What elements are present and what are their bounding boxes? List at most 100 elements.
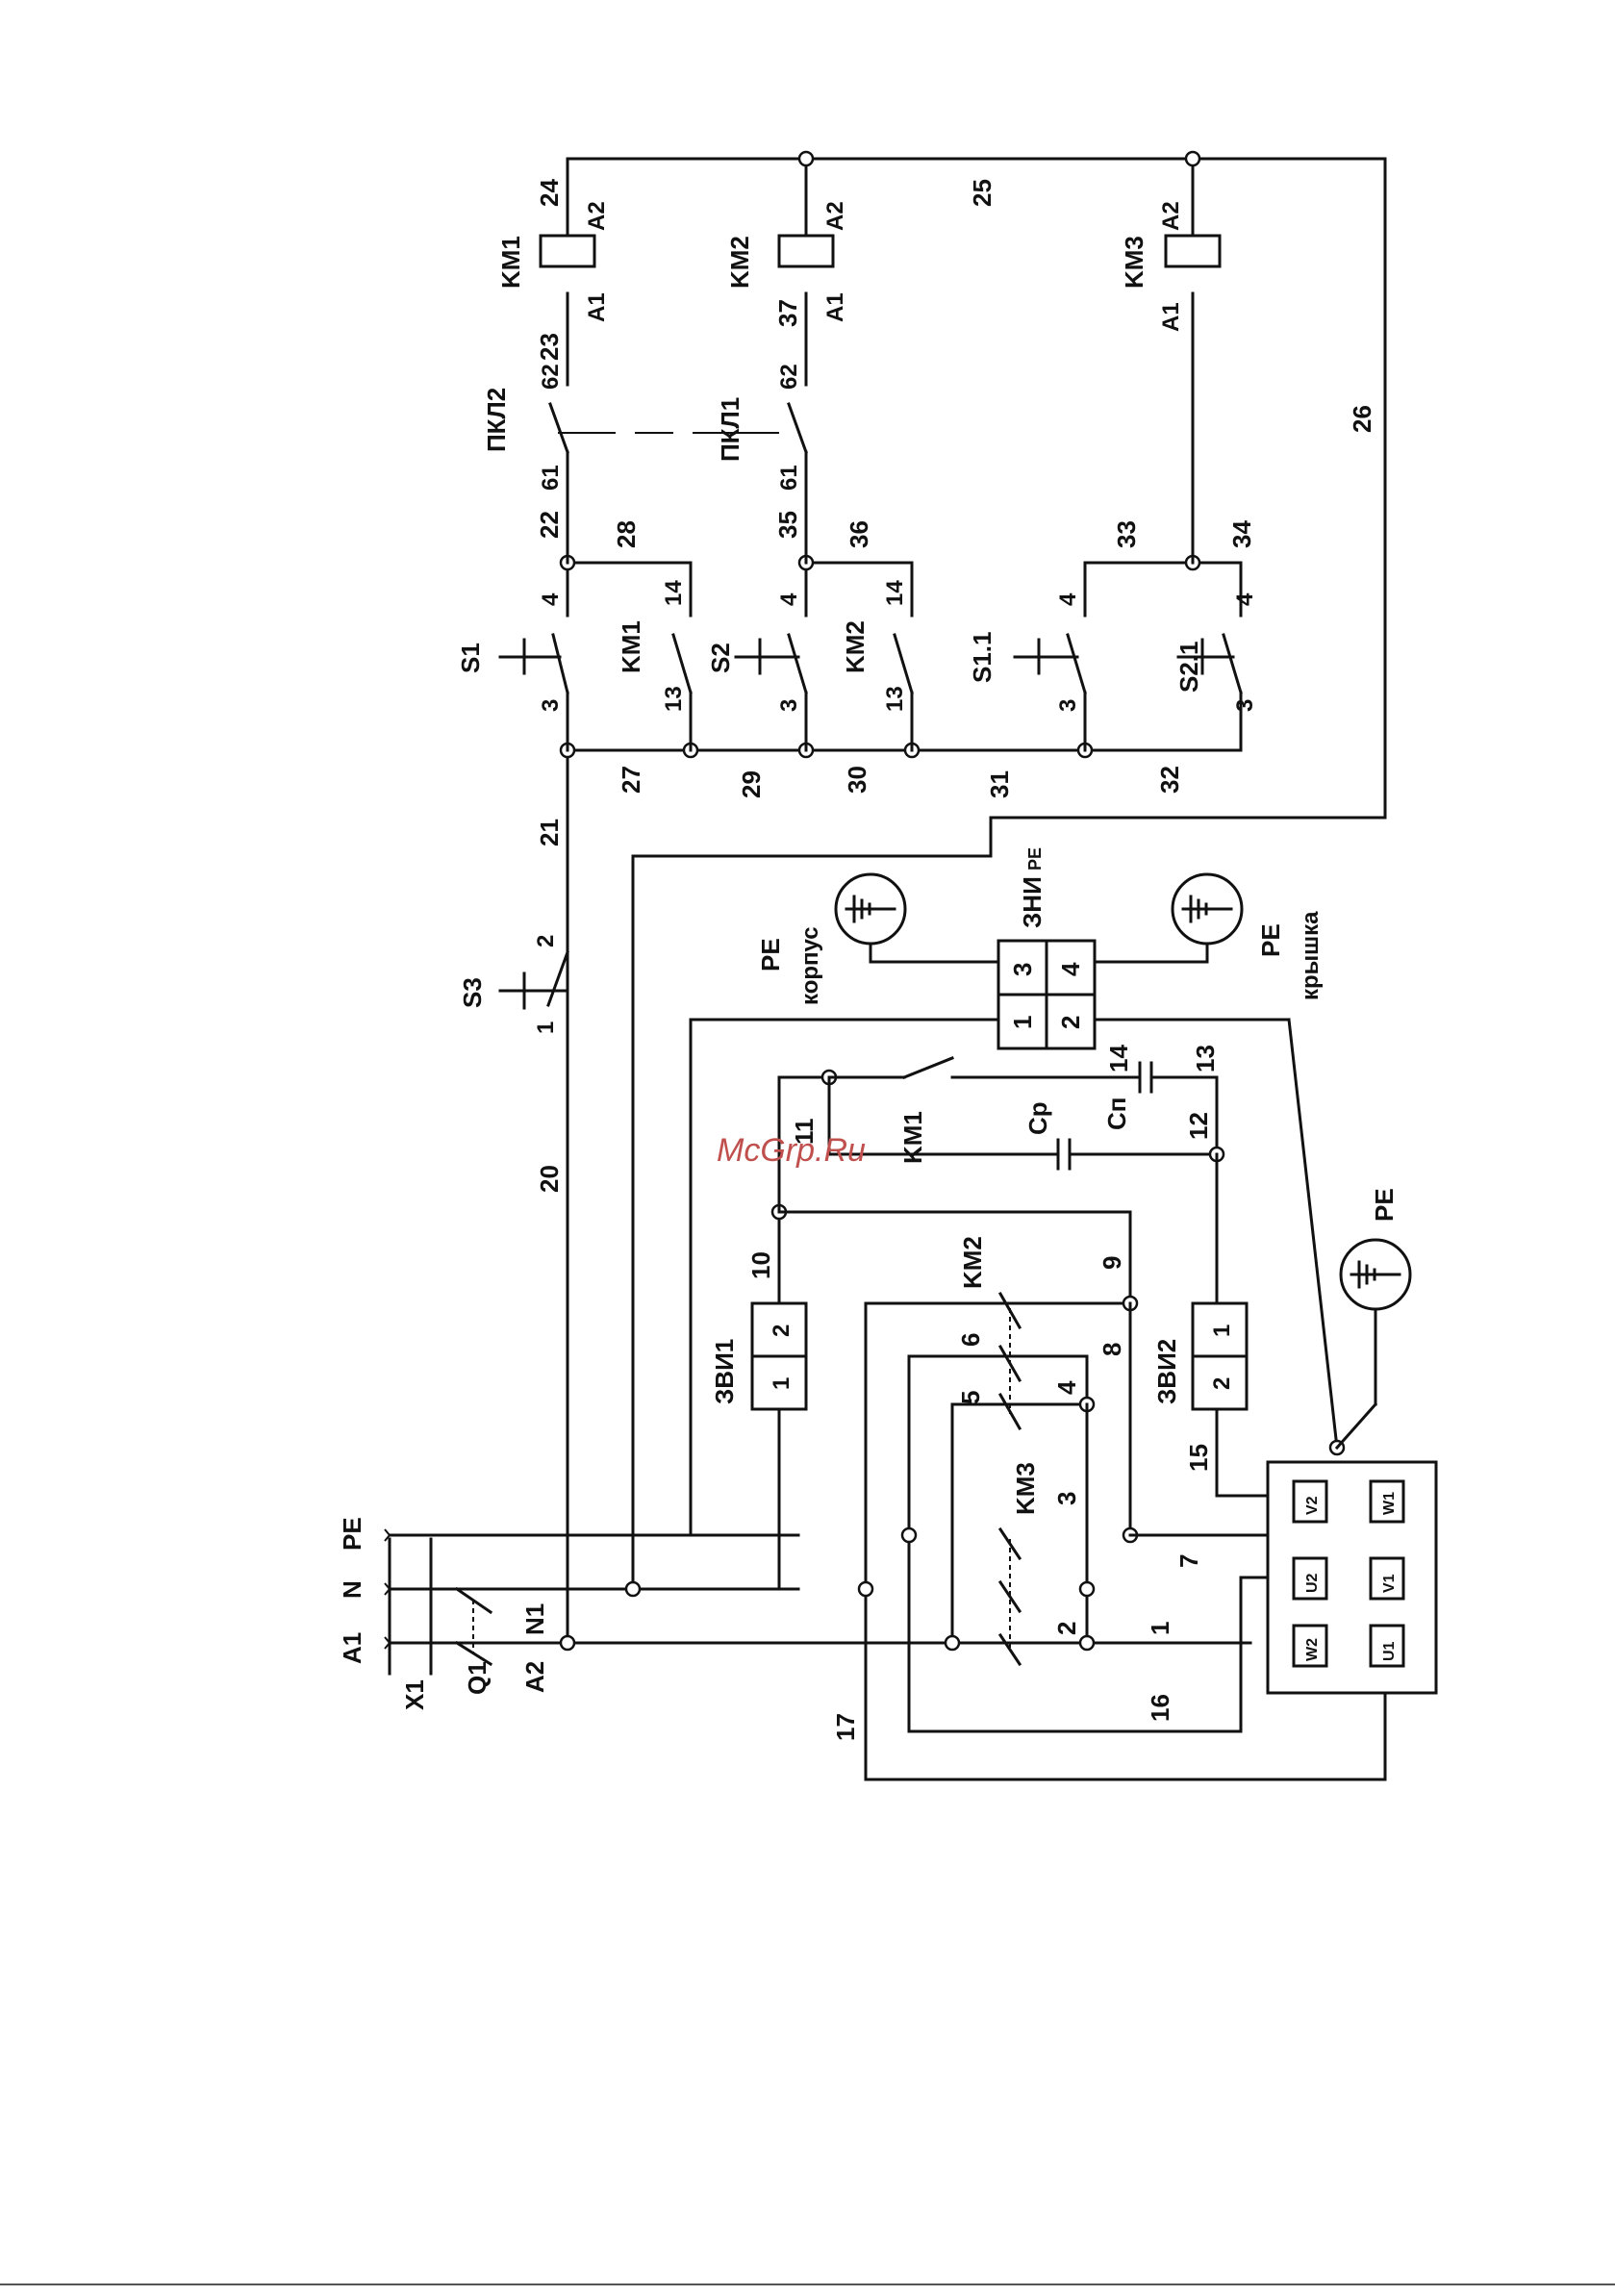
wire-14: 14	[1104, 1045, 1133, 1072]
s3-label: S3	[458, 977, 487, 1008]
wire-12: 12	[1184, 1112, 1213, 1140]
wire-33: 33	[1112, 520, 1141, 548]
label-KM1-aux: KM1	[617, 620, 645, 673]
zni-label: ЗНИ	[1018, 876, 1047, 928]
wire-2: 2	[1052, 1622, 1081, 1635]
pkl2-61: 61	[538, 465, 564, 491]
pe-kryshka-line1: PE	[1256, 923, 1285, 957]
pkl1-62: 62	[776, 364, 802, 390]
wire-16: 16	[1146, 1694, 1174, 1722]
button-s3: S3 1 2	[458, 935, 569, 1034]
label-PKL2: ПКЛ2	[482, 388, 511, 452]
km1-a2: A2	[584, 201, 610, 231]
page-bottom-rule	[0, 2283, 1615, 2285]
km1-aux-13: 13	[661, 686, 687, 712]
s3-pin2: 2	[533, 935, 559, 947]
breaker-q1: Q1 A2 N1	[454, 1586, 549, 1695]
wire-11: 11	[790, 1119, 819, 1146]
wire-23: 23	[535, 333, 564, 361]
wire-20: 20	[535, 1165, 564, 1193]
label-Cn: Сп	[1102, 1098, 1131, 1130]
zvi1-pin2: 2	[769, 1325, 795, 1337]
x1-pin-n: N	[338, 1580, 366, 1599]
q1-pin-a2: A2	[520, 1661, 549, 1693]
motor-w1: W1	[1381, 1492, 1398, 1515]
zni-pin3: 3	[1008, 963, 1037, 976]
wire-17: 17	[831, 1713, 860, 1741]
km2-a2: A2	[822, 201, 848, 231]
wire-3: 3	[1052, 1492, 1081, 1505]
pe-korpus-line2: корпус	[797, 926, 823, 1005]
zni-pin2: 2	[1056, 1016, 1085, 1029]
zni-pin4: 4	[1056, 962, 1085, 976]
wire-34: 34	[1227, 520, 1256, 548]
wire-27: 27	[617, 766, 645, 794]
zni-sub: PE	[1025, 847, 1045, 870]
km3-a1: A1	[1158, 302, 1184, 332]
km1-a1: A1	[584, 292, 610, 322]
wire-32: 32	[1155, 766, 1184, 794]
label-KM3-contact: KM1	[898, 1111, 927, 1164]
wire-25: 25	[968, 179, 997, 207]
wire-28: 28	[612, 520, 641, 548]
label-KM1-coil: KM1	[496, 236, 525, 289]
ground-pe-kryshka: PE крышка	[1171, 872, 1324, 1000]
zni-pin1: 1	[1008, 1016, 1037, 1029]
wire-13: 13	[1191, 1045, 1220, 1072]
q1-pin-n1: N1	[520, 1603, 549, 1635]
s11-pin4: 4	[1055, 593, 1081, 606]
wire-24: 24	[535, 179, 564, 207]
wire-22: 22	[535, 511, 564, 539]
km2-a1: A1	[822, 292, 848, 322]
km2-aux-14: 14	[882, 580, 908, 606]
x1-label: X1	[400, 1679, 429, 1710]
km1-aux-14: 14	[661, 580, 687, 606]
s1-pin3: 3	[538, 699, 564, 712]
wire-36: 36	[845, 520, 873, 548]
heater-zvi2: 2 1 ЗВИ2	[1152, 1301, 1249, 1411]
motor-u2: U2	[1304, 1573, 1321, 1593]
s11-pin3: 3	[1055, 699, 1081, 712]
label-S11: S1.1	[968, 632, 997, 684]
motor-v2: V2	[1304, 1496, 1321, 1515]
motor-terminal-box: V2 U2 W2 W1 V1 U1	[1266, 1306, 1438, 1695]
pe-motor-label: PE	[1370, 1188, 1399, 1222]
label-S21: S2.1	[1174, 642, 1203, 694]
x1-pin-a1: A1	[338, 1632, 366, 1664]
label-S1: S1	[456, 643, 485, 673]
pe-korpus-line1: PE	[756, 938, 785, 971]
zvi1-pin1: 1	[769, 1377, 795, 1390]
pkl1-61: 61	[776, 465, 802, 491]
wire-5: 5	[956, 1391, 985, 1404]
s1-pin4: 4	[538, 593, 564, 606]
wire-10: 10	[746, 1251, 775, 1279]
wire-29: 29	[737, 770, 766, 798]
x1-pin-pe: PE	[338, 1517, 366, 1551]
wire-26: 26	[1348, 405, 1376, 433]
s21-pin3: 3	[1232, 699, 1258, 712]
watermark: McGrp.Ru	[717, 1132, 866, 1169]
zvi1-label: ЗВИ1	[710, 1339, 739, 1404]
s21-pin4: 4	[1232, 593, 1258, 606]
wire-30: 30	[843, 766, 871, 794]
zvi2-label: ЗВИ2	[1152, 1339, 1181, 1404]
terminal-block-zni: 1 2 3 4 ЗНИ PE	[689, 847, 1339, 1537]
label-KM2-power: KM2	[958, 1236, 987, 1289]
zvi2-pin2: 2	[1209, 1377, 1235, 1390]
wire-21: 21	[535, 819, 564, 846]
pkl2-62: 62	[538, 364, 564, 390]
ground-pe-motor: PE	[1339, 1188, 1412, 1311]
wire-6: 6	[956, 1333, 985, 1347]
wire-9: 9	[1098, 1256, 1126, 1270]
s2-pin3: 3	[776, 699, 802, 712]
wire-1: 1	[1146, 1622, 1174, 1635]
motor-v1: V1	[1381, 1574, 1398, 1593]
label-S2: S2	[706, 643, 735, 673]
wire-4: 4	[1052, 1380, 1081, 1395]
wire-15: 15	[1184, 1444, 1213, 1472]
wire-31: 31	[985, 770, 1014, 798]
pe-kryshka-line2: крышка	[1298, 911, 1324, 1000]
wire-8: 8	[1098, 1343, 1126, 1356]
motor-u1: U1	[1381, 1641, 1398, 1661]
